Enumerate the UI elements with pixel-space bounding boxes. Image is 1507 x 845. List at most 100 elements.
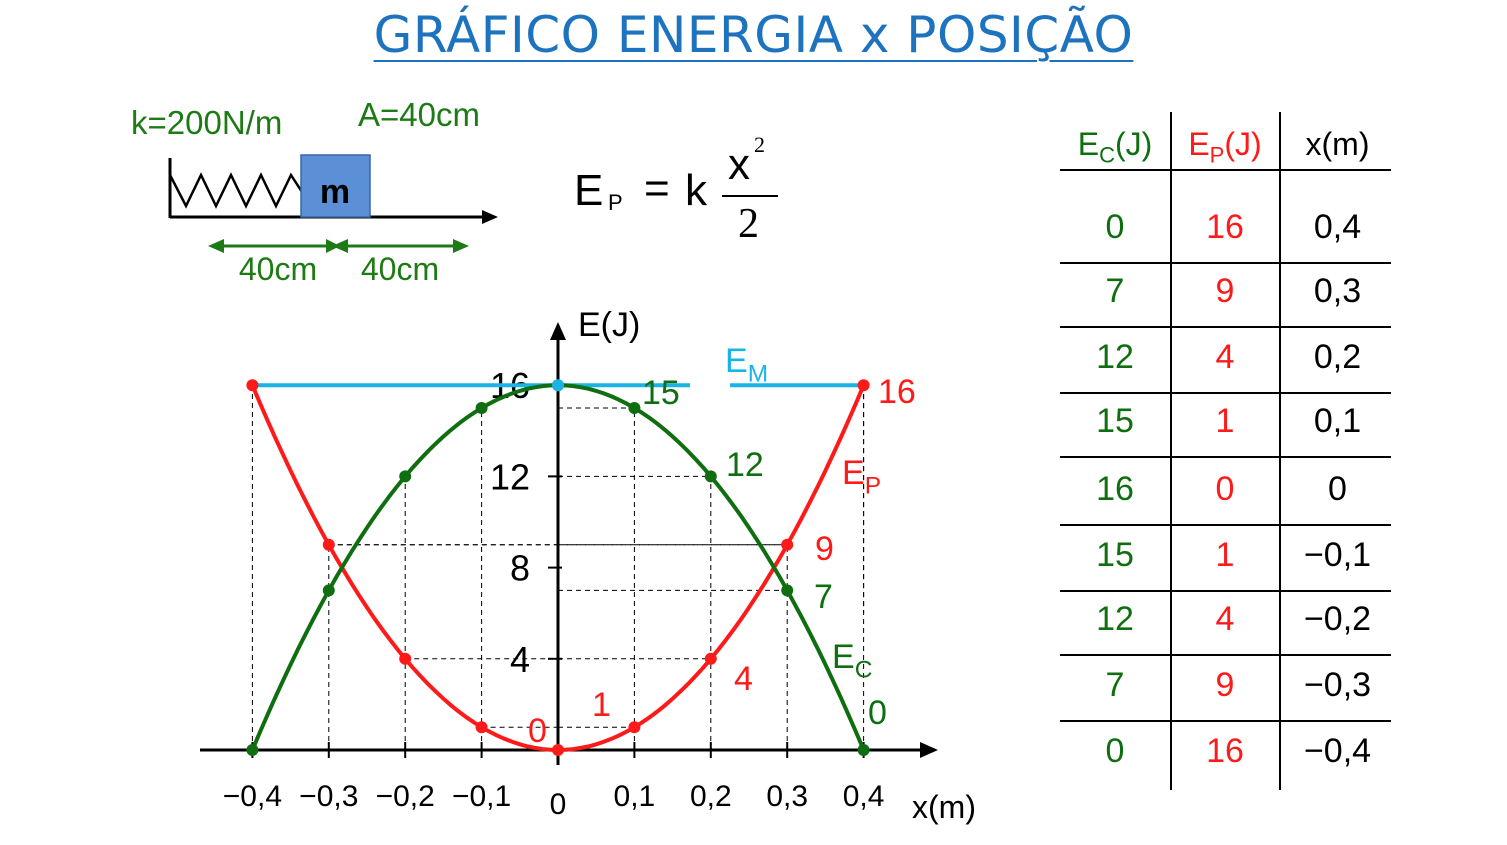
- potential-energy-formula: E P = k x 2 2: [570, 128, 800, 258]
- floor-arrowhead: [482, 210, 498, 224]
- left-arrowhead-left: [208, 239, 224, 253]
- spring-coil: [168, 172, 304, 209]
- y-tick-label: 12: [490, 456, 530, 497]
- table-row-rule: [1060, 326, 1391, 328]
- ep-data-label: 9: [815, 530, 834, 568]
- x-tick-label: −0,4: [223, 780, 282, 813]
- table-cell: 0,1: [1313, 402, 1362, 440]
- table-cell: 1: [1215, 402, 1235, 440]
- spring-diagram: m 40cm 40cm: [168, 154, 498, 287]
- ec-series-label: EC: [832, 638, 872, 684]
- ep-data-point: [704, 652, 717, 665]
- x-tick-label: 0,3: [766, 780, 808, 813]
- x-axis-label: x(m): [912, 789, 976, 825]
- table-cell: 0: [1215, 470, 1235, 508]
- mass-block: [300, 154, 371, 218]
- formula-lhs-sub: P: [608, 190, 623, 215]
- ep-data-label: 4: [734, 660, 753, 698]
- ep-data-point: [552, 744, 564, 756]
- x-tick-label: −0,2: [376, 780, 435, 813]
- formula-denominator: 2: [738, 201, 759, 247]
- table-column-divider: [1279, 112, 1281, 790]
- energy-position-chart: E(J) x(m) 4 8 12 16 −0,4 −0,3 −0,2 −0,1 0 0,1 0,2 0,3…: [200, 306, 976, 825]
- left-distance-label: 40cm: [239, 251, 317, 287]
- table-cell: 9: [1215, 272, 1235, 310]
- right-arrowhead-left: [332, 239, 348, 253]
- em-data-point: [552, 379, 564, 392]
- formula-equals: =: [644, 164, 670, 213]
- x-tick-label: 0,4: [843, 780, 885, 813]
- x-axis-arrowhead: [920, 742, 938, 758]
- ec-data-point: [704, 470, 717, 483]
- x-tick-label: −0,1: [452, 780, 511, 813]
- table-row-rule: [1060, 720, 1391, 722]
- table-row-rule: [1060, 456, 1391, 458]
- ec-data-label: 12: [726, 446, 764, 484]
- table-row-rule: [1060, 524, 1391, 526]
- ep-series-label: EP: [842, 454, 881, 500]
- ep-data-point: [628, 721, 641, 734]
- table-cell: 0: [1328, 470, 1347, 508]
- table-header-rule: [1060, 169, 1391, 171]
- table-header-cell: x(m): [1305, 126, 1370, 162]
- formula-fraction-bar: [722, 195, 778, 197]
- x-tick-label: 0,2: [690, 780, 732, 813]
- right-arrowhead-right: [453, 239, 469, 253]
- table-cell: 0,4: [1313, 208, 1362, 246]
- table-header-cell: EC(J): [1077, 126, 1153, 168]
- table-cell: 15: [1096, 402, 1134, 440]
- spring-constant-label: k=200N/m: [131, 104, 283, 141]
- right-distance-label: 40cm: [361, 251, 439, 287]
- table-cell: 16: [1096, 470, 1134, 508]
- ec-data-point: [475, 402, 488, 414]
- table-row-rule: [1060, 590, 1391, 592]
- table-cell: 4: [1215, 338, 1235, 376]
- y-axis-label: E(J): [578, 306, 640, 344]
- table-cell: 7: [1105, 272, 1125, 310]
- x-tick-label: 0,1: [614, 780, 656, 813]
- ec-data-point: [781, 584, 794, 597]
- table-cell: −0,1: [1303, 536, 1372, 574]
- page-title: GRÁFICO ENERGIA x POSIÇÃO: [373, 6, 1134, 64]
- table-cell: 0,2: [1313, 338, 1362, 376]
- table-column-divider: [1170, 112, 1172, 790]
- ep-data-point: [246, 379, 259, 392]
- ec-data-point: [246, 744, 259, 756]
- ec-data-point: [628, 402, 641, 414]
- formula-k: k: [685, 166, 707, 215]
- ec-data-point: [857, 744, 870, 756]
- mass-label: m: [320, 173, 350, 211]
- x-tick-label: −0,3: [299, 780, 358, 813]
- ep-data-point: [857, 379, 870, 392]
- table-cell: 1: [1215, 536, 1235, 574]
- y-tick-label: 4: [510, 639, 530, 680]
- table-cell: 16: [1206, 208, 1244, 246]
- table-cell: 0: [1105, 208, 1125, 246]
- em-label-background: [690, 372, 730, 392]
- table-cell: 12: [1096, 338, 1134, 376]
- ep-data-label: 16: [878, 373, 916, 411]
- table-cell: 16: [1206, 732, 1244, 770]
- table-cell: 9: [1215, 666, 1235, 704]
- ep-data-point: [399, 652, 412, 665]
- em-series-label: EM: [725, 342, 768, 388]
- formula-numerator: x: [728, 140, 750, 189]
- table-cell: 0,3: [1313, 272, 1362, 310]
- y-tick-label: 8: [510, 548, 530, 589]
- ep-data-point: [781, 538, 794, 551]
- table-cell: 12: [1096, 600, 1134, 638]
- table-row-rule: [1060, 392, 1391, 394]
- formula-exponent: 2: [754, 132, 765, 157]
- amplitude-label: A=40cm: [358, 96, 480, 133]
- y-axis-arrowhead: [550, 322, 566, 340]
- ec-data-label: 7: [814, 578, 833, 616]
- table-cell: −0,4: [1303, 732, 1372, 770]
- x-tick-label: 0: [550, 788, 567, 821]
- ec-data-point: [399, 470, 412, 483]
- table-cell: 15: [1096, 536, 1134, 574]
- table-cell: 4: [1215, 600, 1235, 638]
- ep-data-label: 1: [592, 686, 611, 724]
- table-cell: −0,2: [1303, 600, 1372, 638]
- table-cell: 0: [1105, 732, 1125, 770]
